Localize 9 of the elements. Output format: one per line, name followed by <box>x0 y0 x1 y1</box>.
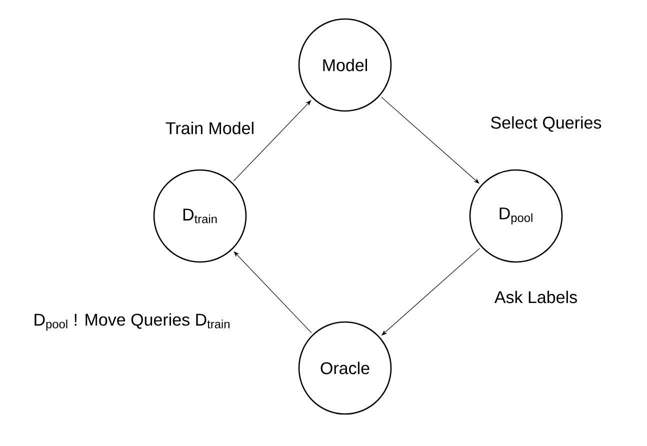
edge-label: Ask Labels <box>494 290 577 304</box>
circle-node: Oracle <box>298 321 392 415</box>
circle-node: D$_{pool}$ <box>469 169 563 263</box>
circle-node: Model <box>298 18 392 112</box>
edge-label: Select Queries <box>491 116 602 132</box>
edge-label: Train Model <box>166 122 254 134</box>
edge-label: D$_{pool}$ ! Move Queries D$_{train}$ <box>34 313 230 331</box>
circle-node: D$_{train}$ <box>153 169 247 263</box>
arrow <box>233 100 312 182</box>
